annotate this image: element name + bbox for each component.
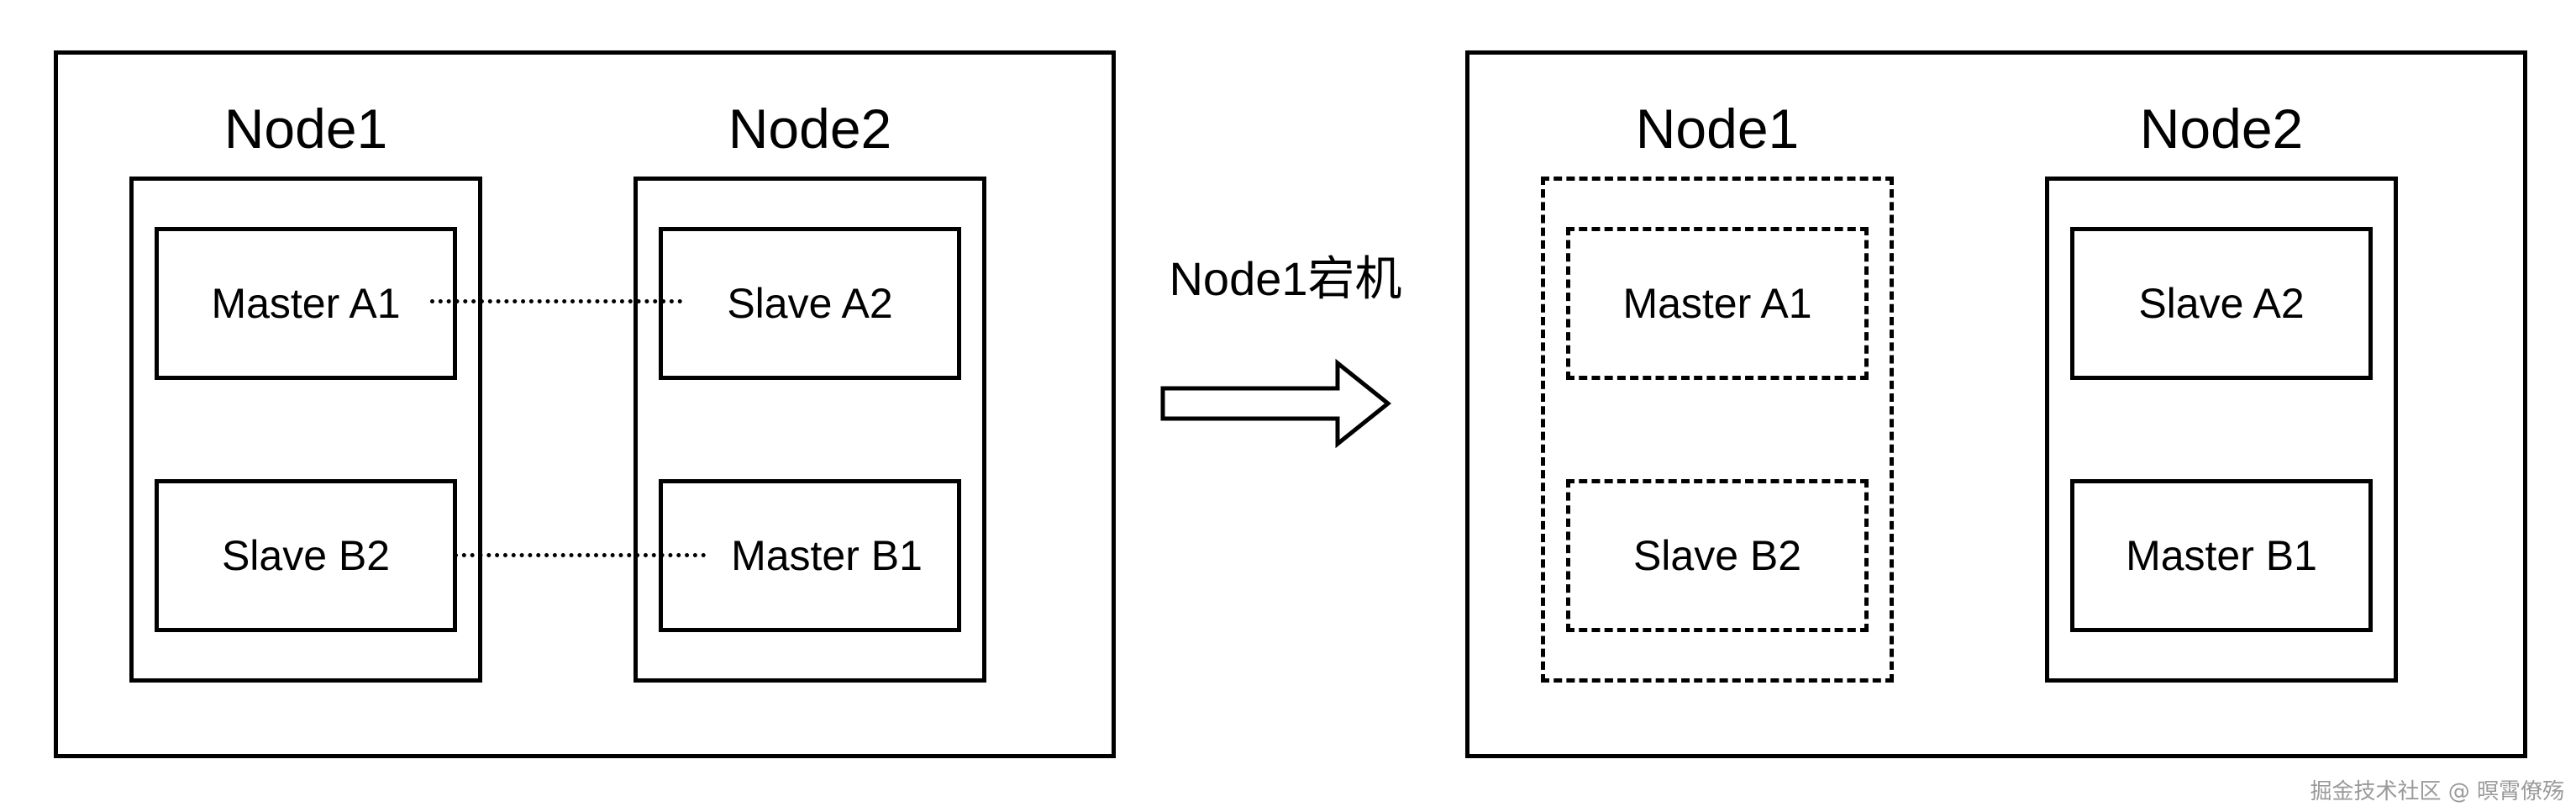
right-node1-slot-master-a1-label: Master A1 <box>1622 280 1812 327</box>
right-node1-title: Node1 <box>1635 98 1800 160</box>
right-node1-slot-slave-b2 <box>1566 479 1869 632</box>
left-node1-title: Node1 <box>223 98 388 160</box>
watermark: 掘金技术社区 @ 暝霄僚殇 <box>2310 779 2564 804</box>
replication-link-b <box>454 553 706 557</box>
left-node2-title: Node2 <box>728 98 892 160</box>
left-node2-slot-master-b1-label: Master B1 <box>731 532 923 579</box>
left-node1-slot-master-a1 <box>155 227 457 380</box>
left-node1-slot-slave-b2-label: Slave B2 <box>221 532 391 579</box>
left-node2-slot-slave-a2 <box>659 227 961 380</box>
right-node2-slot-master-b1 <box>2070 479 2373 632</box>
right-node2-slot-slave-a2 <box>2070 227 2373 380</box>
left-node2-slot-slave-a2-label: Slave A2 <box>727 280 893 327</box>
right-node1-slot-slave-b2-label: Slave B2 <box>1632 532 1802 579</box>
right-node2-slot-master-b1-label: Master B1 <box>2126 532 2317 579</box>
replication-link-a <box>430 299 682 303</box>
left-node1-slot-master-a1-label: Master A1 <box>211 280 401 327</box>
transition-arrow-icon <box>1160 358 1392 449</box>
transition-caption: Node1宕机 <box>1169 252 1402 305</box>
right-node2-title: Node2 <box>2139 98 2304 160</box>
right-node2-slot-slave-a2-label: Slave A2 <box>2138 280 2305 327</box>
right-node1-slot-master-a1 <box>1566 227 1869 380</box>
